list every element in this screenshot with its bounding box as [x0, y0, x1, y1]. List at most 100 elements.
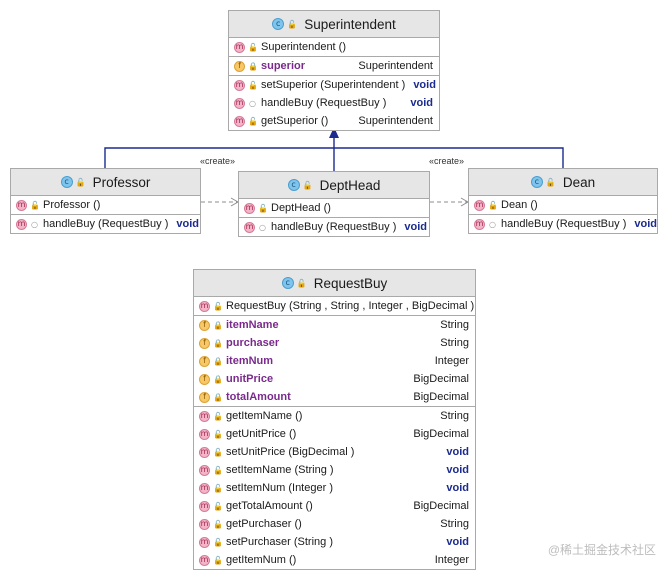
- method-signature: getSuperior (): [261, 115, 329, 127]
- method-row[interactable]: m🔓setUnitPrice (BigDecimal )void: [194, 443, 475, 461]
- method-row[interactable]: m🔓RequestBuy (String , String , Integer …: [194, 297, 475, 315]
- method-signature: Dean (): [501, 199, 538, 211]
- method-row[interactable]: m○handleBuy (RequestBuy )void: [469, 215, 657, 233]
- method-signature: handleBuy (RequestBuy ): [261, 97, 387, 109]
- return-type: String: [440, 319, 469, 331]
- field-icon: f: [199, 337, 210, 349]
- stereotype-create-left: «create»: [200, 156, 236, 166]
- method-signature: handleBuy (RequestBuy ): [501, 218, 627, 230]
- public-icon: 🔓: [213, 301, 223, 311]
- method-row[interactable]: m🔓Superintendent (): [229, 38, 439, 56]
- class-name: DeptHead: [319, 177, 381, 193]
- return-type: String: [440, 337, 469, 349]
- method-row[interactable]: m🔓setSuperior (Superintendent )void: [229, 76, 439, 94]
- return-type: BigDecimal: [413, 391, 469, 403]
- field-name: unitPrice: [226, 373, 274, 385]
- return-type: Integer: [434, 355, 469, 367]
- public-icon: 🔓: [213, 501, 223, 511]
- method-row[interactable]: m🔓getPurchaser ()String: [194, 515, 475, 533]
- class-icon: c: [281, 277, 294, 289]
- method-row[interactable]: m🔓setPurchaser (String )void: [194, 533, 475, 551]
- method-row[interactable]: m○handleBuy (RequestBuy )void: [229, 94, 439, 112]
- private-icon: 🔒: [213, 374, 223, 384]
- method-row[interactable]: m🔓setItemNum (Integer )void: [194, 479, 475, 497]
- return-type: Superintendent: [358, 60, 433, 72]
- public-icon: 🔓: [248, 42, 258, 52]
- class-header: c🔓Professor: [11, 169, 200, 196]
- method-signature: setItemName (String ): [226, 464, 334, 476]
- class-icon: c: [272, 18, 285, 30]
- method-row[interactable]: m🔓DeptHead (): [239, 199, 429, 217]
- public-icon: 🔓: [75, 177, 86, 187]
- public-icon: 🔓: [302, 180, 313, 190]
- field-icon: f: [199, 373, 210, 385]
- method-icon: m: [199, 554, 210, 566]
- method-row[interactable]: m🔓getItemNum ()Integer: [194, 551, 475, 569]
- public-icon: 🔓: [213, 447, 223, 457]
- method-signature: getTotalAmount (): [226, 500, 313, 512]
- method-icon: m: [199, 428, 210, 440]
- package-private-icon: ○: [259, 222, 266, 232]
- method-signature: getItemNum (): [226, 554, 297, 566]
- method-icon: m: [199, 482, 210, 494]
- method-row[interactable]: m🔓Dean (): [469, 196, 657, 214]
- method-signature: handleBuy (RequestBuy ): [43, 218, 169, 230]
- stereotype-create-right: «create»: [429, 156, 465, 166]
- method-icon: m: [16, 218, 27, 230]
- member-section: m🔓RequestBuy (String , String , Integer …: [194, 297, 475, 316]
- method-signature: getItemName (): [226, 410, 303, 422]
- method-icon: m: [199, 536, 210, 548]
- private-icon: 🔒: [213, 392, 223, 402]
- inheritance-line-dean: [334, 147, 564, 168]
- method-icon: m: [234, 115, 245, 127]
- method-icon: m: [16, 199, 27, 211]
- method-row[interactable]: m🔓getItemName ()String: [194, 407, 475, 425]
- method-row[interactable]: m🔓getTotalAmount ()BigDecimal: [194, 497, 475, 515]
- public-icon: 🔓: [545, 177, 556, 187]
- public-icon: 🔓: [30, 200, 40, 210]
- method-signature: RequestBuy (String , String , Integer , …: [226, 300, 475, 312]
- return-type: void: [413, 79, 436, 91]
- public-icon: 🔓: [213, 519, 223, 529]
- return-type: BigDecimal: [413, 428, 469, 440]
- public-icon: 🔓: [287, 19, 298, 29]
- class-icon: c: [530, 176, 543, 188]
- method-signature: DeptHead (): [271, 202, 331, 214]
- return-type: void: [446, 446, 469, 458]
- method-signature: getPurchaser (): [226, 518, 302, 530]
- member-section: m🔓DeptHead (): [239, 199, 429, 218]
- public-icon: 🔓: [248, 116, 258, 126]
- watermark: @稀土掘金技术社区: [547, 543, 656, 557]
- method-row[interactable]: m🔓getUnitPrice ()BigDecimal: [194, 425, 475, 443]
- class-header: c🔓Superintendent: [229, 11, 439, 38]
- return-type: void: [446, 536, 469, 548]
- package-private-icon: ○: [31, 219, 38, 229]
- public-icon: 🔓: [258, 203, 268, 213]
- field-icon: f: [234, 60, 245, 72]
- method-icon: m: [199, 446, 210, 458]
- method-row[interactable]: m🔓setItemName (String )void: [194, 461, 475, 479]
- class-name: Dean: [562, 174, 596, 190]
- method-row[interactable]: m ○ handleBuy (RequestBuy ) void: [11, 215, 200, 233]
- method-icon: m: [474, 199, 485, 211]
- method-row[interactable]: m🔓Professor (): [11, 196, 200, 214]
- method-row[interactable]: m○handleBuy (RequestBuy )void: [239, 218, 429, 236]
- class-header: c🔓 Dean: [469, 169, 657, 196]
- public-icon: 🔓: [488, 200, 498, 210]
- return-type: void: [176, 218, 199, 230]
- method-signature: Professor (): [43, 199, 101, 211]
- method-row[interactable]: m🔓getSuperior ()Superintendent: [229, 112, 439, 130]
